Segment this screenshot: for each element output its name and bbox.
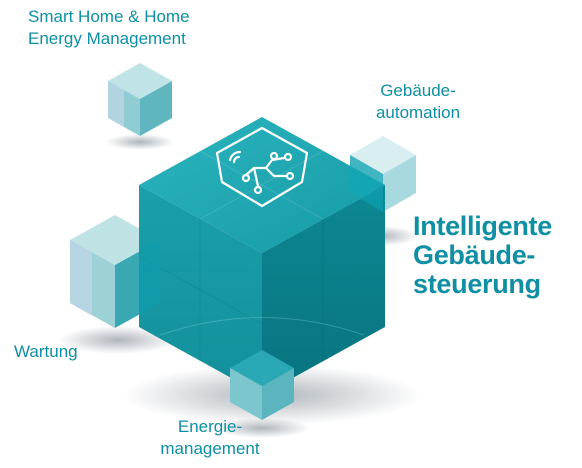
label-wartung: Wartung [14,342,78,361]
gebaeude-overlap [350,155,383,212]
wartung-cube-shadow [58,326,178,354]
main-cube [138,117,386,395]
energie-cube-shadow [214,418,310,438]
smart-cube-shadow [106,134,174,150]
label-smart-home: Smart Home & Home Energy Management [28,7,190,48]
label-energiemanagement: Energie- management [160,417,260,458]
wartung-overlap [139,240,160,315]
label-gebaeudeautomation: Gebäude- automation [375,81,461,122]
connected-circuit-icon [215,126,309,208]
smart-home-cube [108,63,172,136]
main-title: Intelligente Gebäude- steuerung [413,211,552,299]
energie-cube [230,350,294,420]
